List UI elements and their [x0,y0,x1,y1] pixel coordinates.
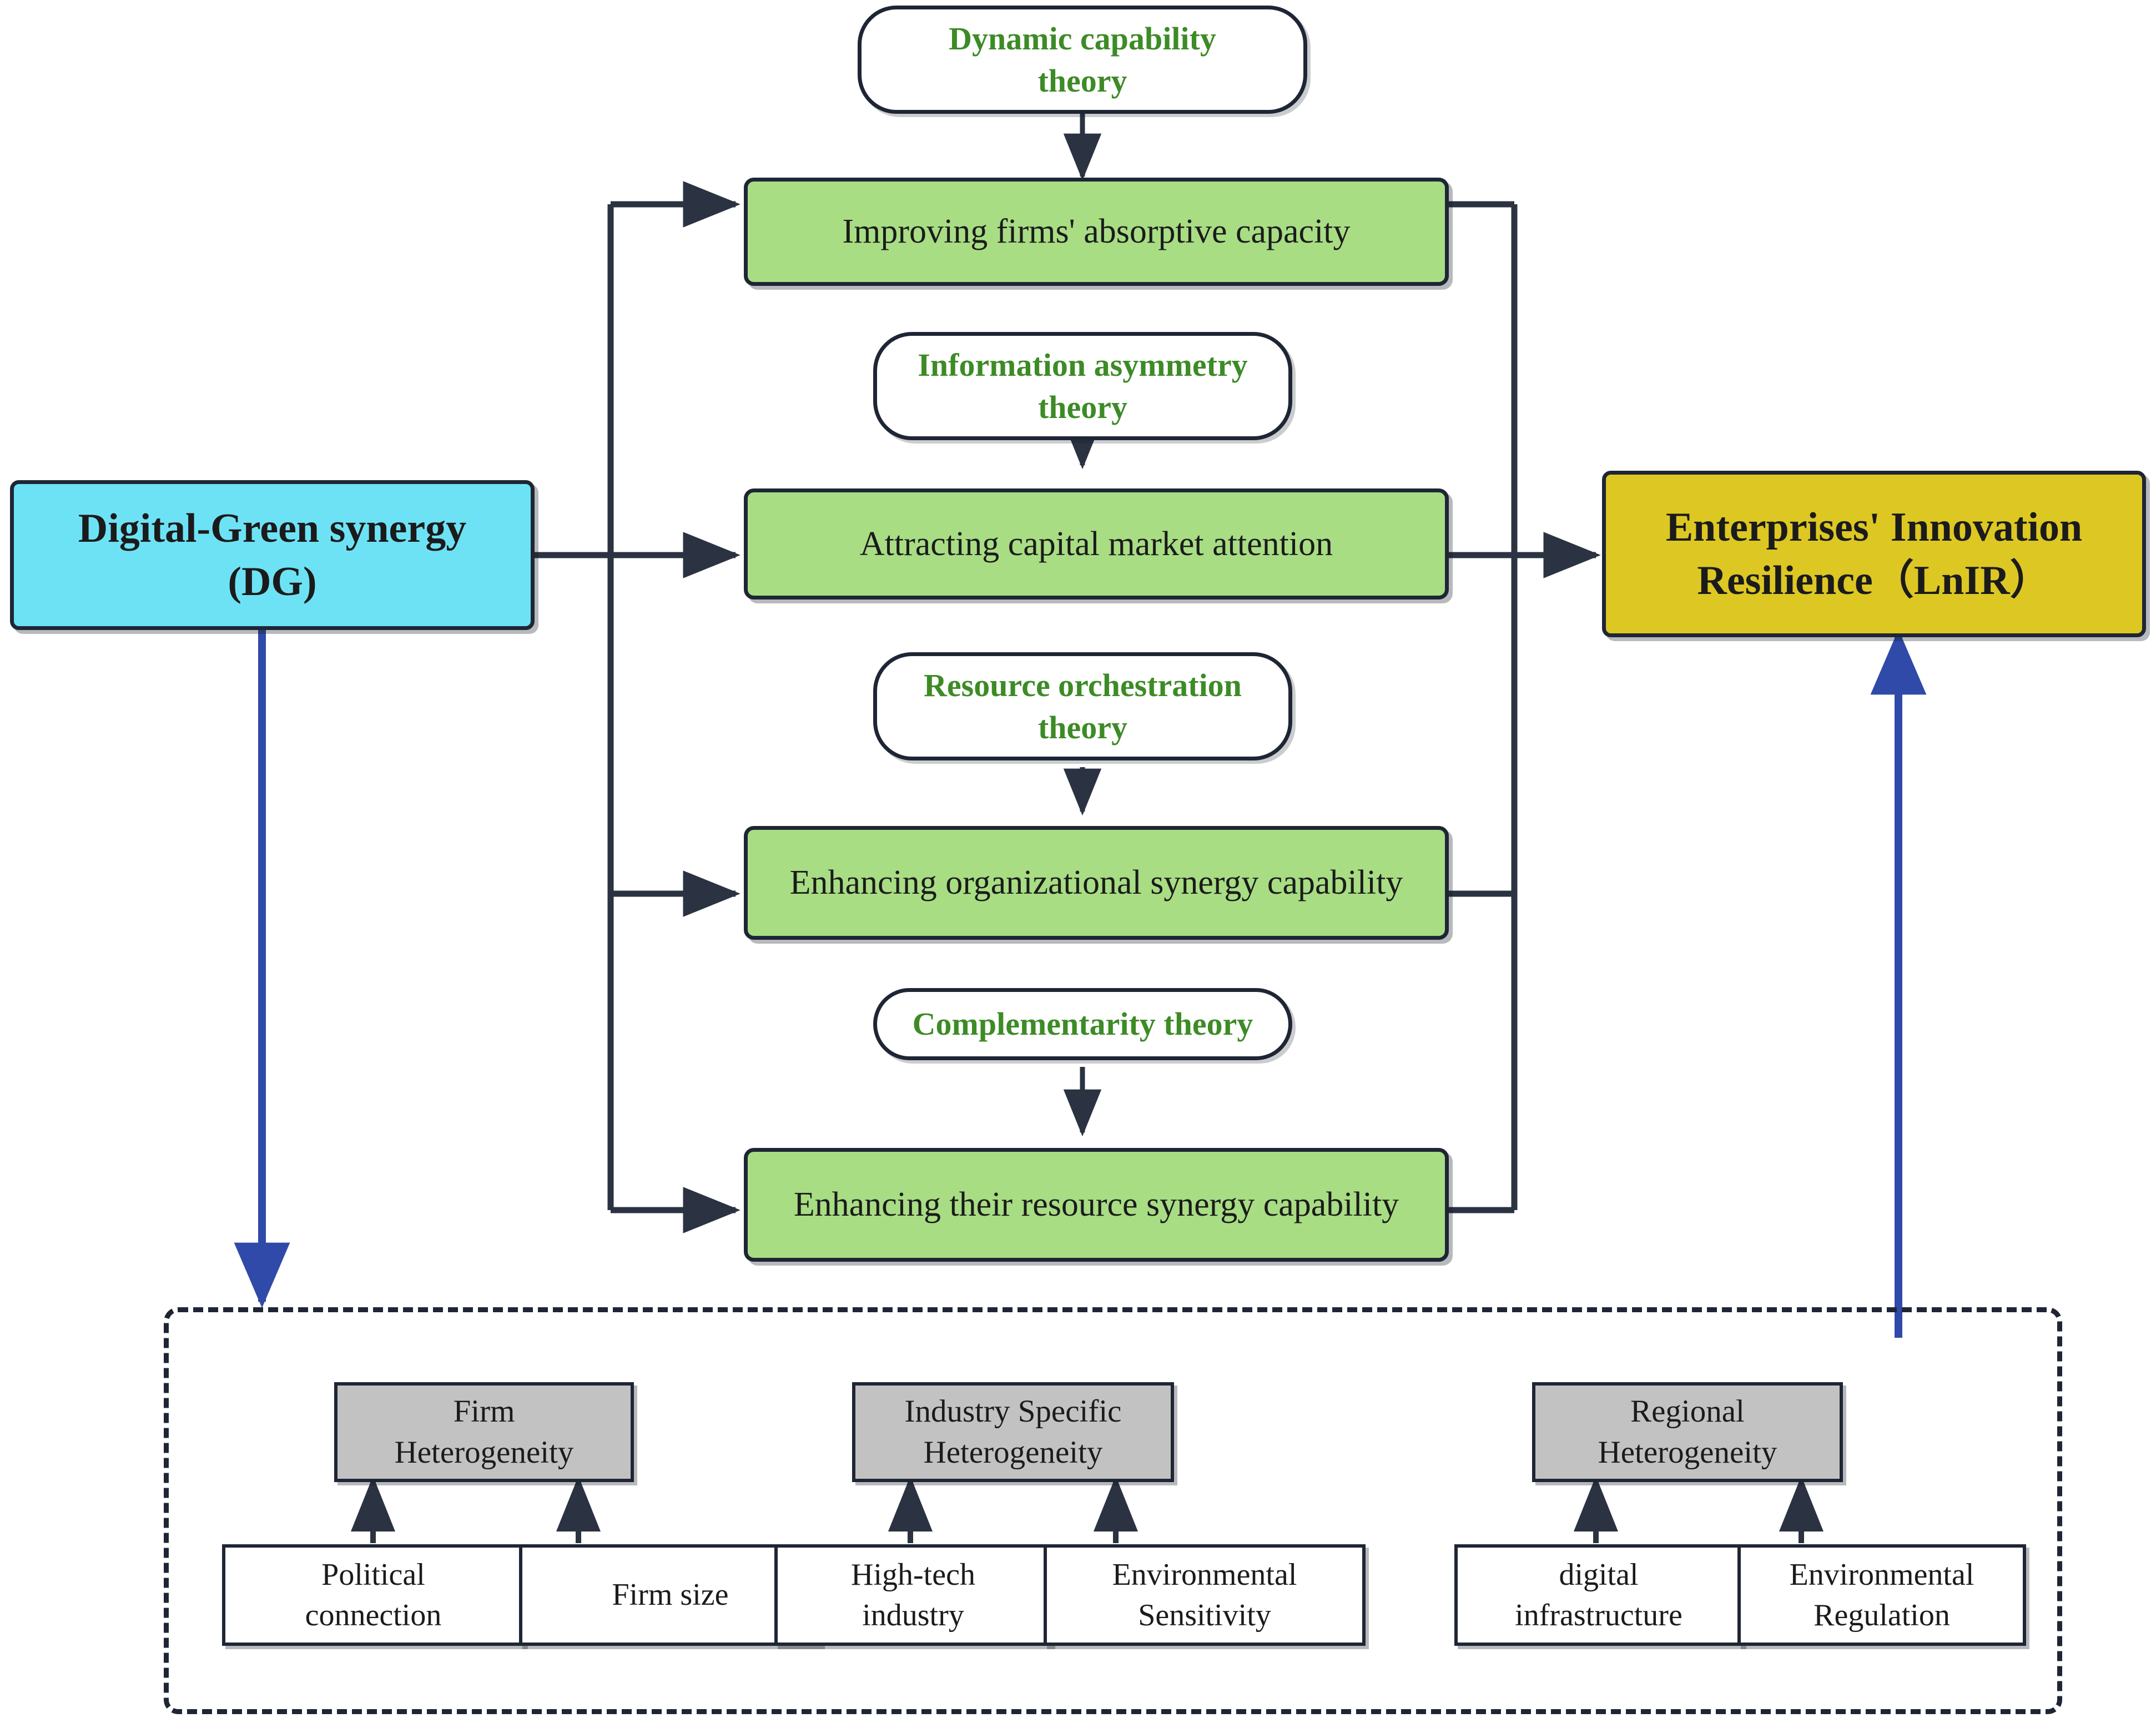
source-to-bus-wire [533,204,614,1210]
theory-box-information-asymmetry: Information asymmetry theory [873,332,1292,440]
category-box-regional-heterogeneity: Regional Heterogeneity [1532,1382,1843,1482]
leaf-box-firm-size: Firm size [519,1544,822,1646]
heterogeneity-dashed-container [164,1307,2062,1714]
enterprises-innovation-resilience-box: Enterprises' Innovation Resilience（LnIR） [1602,471,2146,637]
theory-box-dynamic-capability: Dynamic capability theory [858,6,1307,114]
mechanism-box-resource-synergy: Enhancing their resource synergy capabil… [744,1148,1449,1262]
theory-box-resource-orchestration: Resource orchestration theory [873,652,1292,760]
leaf-box-environmental-regulation: Environmental Regulation [1737,1544,2026,1646]
mechanism-box-organizational-synergy: Enhancing organizational synergy capabil… [744,826,1449,940]
mechanism-to-bus-wires [1443,201,1518,1213]
mechanism-box-capital-market-attention: Attracting capital market attention [744,488,1449,599]
bus-to-mechanism-arrows [611,181,741,1233]
leaf-box-digital-infrastructure: digital infrastructure [1454,1544,1743,1646]
theory-box-complementarity: Complementarity theory [873,988,1292,1060]
leaf-box-political-connection: Political connection [222,1544,525,1646]
leaf-box-environmental-sensitivity: Environmental Sensitivity [1044,1544,1366,1646]
mechanism-box-absorptive-capacity: Improving firms' absorptive capacity [744,178,1449,286]
category-box-firm-heterogeneity: Firm Heterogeneity [334,1382,634,1482]
category-box-industry-specific-heterogeneity: Industry Specific Heterogeneity [852,1382,1174,1482]
leaf-box-high-tech-industry: High-tech industry [774,1544,1052,1646]
digital-green-synergy-box: Digital-Green synergy (DG) [10,480,535,630]
